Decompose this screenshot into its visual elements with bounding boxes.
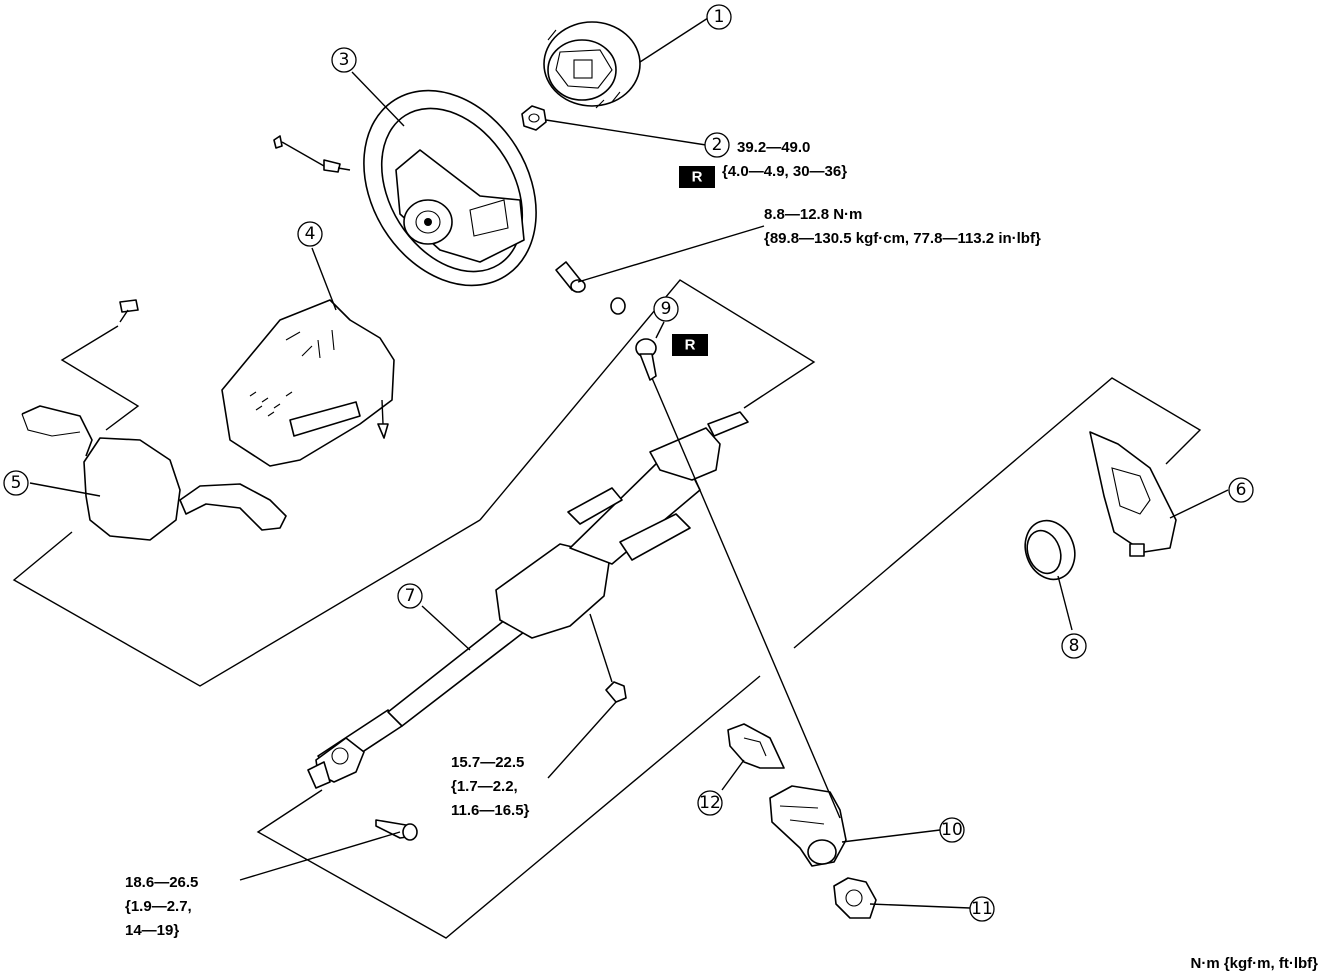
svg-text:4: 4 (305, 224, 316, 244)
spec-joint-bolt-line1: 18.6—26.5 (125, 874, 198, 891)
steering-wheel-part (363, 89, 537, 287)
spec-nut-line2: {4.0—4.9, 30—36} (722, 163, 847, 180)
spec-column-nut-line1: 15.7—22.5 (451, 754, 524, 771)
callout-4: 4 (297, 221, 323, 247)
callout-12: 12 (697, 790, 723, 816)
group-bracket-lower (256, 675, 761, 939)
svg-text:8: 8 (1069, 636, 1080, 656)
svg-text:11: 11 (971, 899, 993, 919)
steering-lock-part (769, 785, 847, 867)
svg-text:9: 9 (661, 299, 672, 319)
svg-text:1: 1 (714, 7, 725, 27)
group-bracket-column (479, 279, 816, 521)
group-bracket-right (793, 377, 1202, 649)
spec-airbag-bolt-line2: {89.8—130.5 kgf·cm, 77.8—113.2 in·lbf} (764, 230, 1041, 247)
spec-column-nut-line2: {1.7—2.2, (451, 778, 518, 795)
replace-mark-nut: R (679, 166, 715, 188)
callout-7: 7 (397, 583, 423, 609)
spec-joint-bolt-line2: {1.9—2.7, (125, 898, 192, 915)
callout-11: 11 (969, 896, 995, 922)
svg-text:6: 6 (1236, 480, 1247, 500)
joint-bolt (375, 819, 418, 841)
svg-text:5: 5 (11, 473, 22, 493)
callout-9: 9 (653, 296, 679, 322)
group-bracket-left-lower (12, 519, 481, 687)
svg-text:10: 10 (941, 820, 963, 840)
plug-cap (610, 297, 626, 315)
replace-mark-bolt: R (672, 334, 708, 356)
callout-3: 3 (331, 47, 357, 73)
combination-switch-part (21, 405, 287, 541)
svg-text:12: 12 (699, 793, 721, 813)
column-plate-part (1089, 431, 1177, 557)
svg-text:2: 2 (712, 135, 723, 155)
callout-2: 2 (704, 132, 730, 158)
callout-6: 6 (1228, 477, 1254, 503)
group-bracket-left (60, 325, 140, 431)
steering-wheel-nut-part (521, 105, 547, 131)
svg-text:R: R (692, 169, 703, 186)
column-cover-part (221, 299, 395, 467)
spec-airbag-bolt-line1: 8.8—12.8 N·m (764, 206, 862, 223)
airbag-bolt (555, 261, 586, 293)
svg-text:3: 3 (339, 50, 350, 70)
column-seal-part (1024, 519, 1076, 581)
spec-joint-bolt-line3: 14—19} (125, 922, 179, 939)
svg-text:R: R (685, 337, 696, 354)
spec-nut-line1: 39.2—49.0 (737, 139, 810, 156)
wheel-screw (273, 135, 351, 173)
ignition-switch-part (727, 723, 785, 769)
cover-screw (119, 299, 389, 439)
units-note: N·m {kgf·m, ft·lbf} (1191, 955, 1319, 972)
callout-8: 8 (1061, 633, 1087, 659)
spec-column-nut-line3: 11.6—16.5} (451, 802, 530, 819)
callout-1: 1 (706, 4, 732, 30)
shear-bolt-part (635, 338, 657, 381)
column-nut (605, 681, 627, 703)
callout-10: 10 (939, 817, 965, 843)
svg-text:7: 7 (405, 586, 416, 606)
clock-spring-part (543, 21, 641, 109)
key-cylinder-part (833, 877, 877, 919)
callout-5: 5 (3, 470, 29, 496)
steering-column-part (307, 411, 749, 789)
